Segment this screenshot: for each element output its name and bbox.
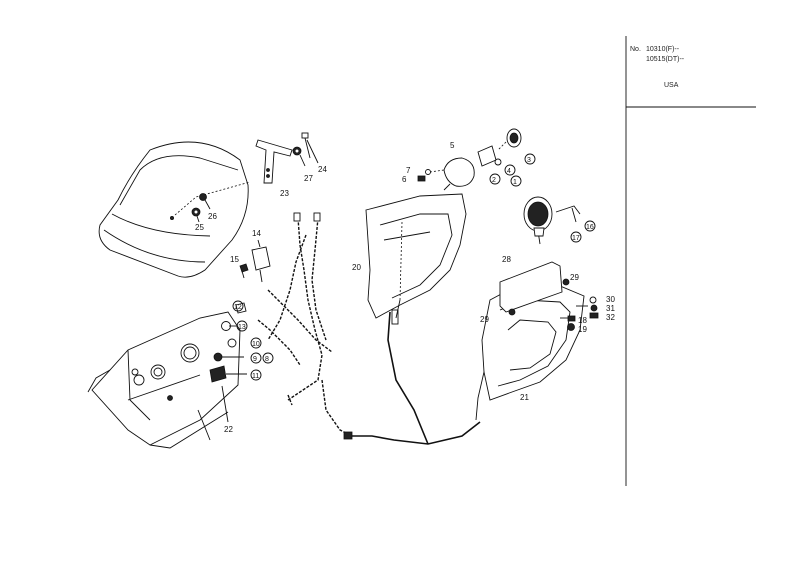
bolt-part-32 — [576, 305, 599, 319]
circled-label-17-ring — [570, 231, 582, 243]
part-label-6: 6 — [402, 175, 407, 184]
nut-part-30 — [589, 296, 597, 304]
part-label-8: 8 — [265, 356, 269, 363]
circled-label-4-ring — [504, 164, 516, 176]
nut-part-27 — [292, 146, 306, 167]
part-label-21: 21 — [520, 393, 529, 402]
lamp-rim-part-3 — [497, 128, 522, 151]
circled-label-16-ring — [584, 220, 596, 232]
lamp-socket-part-2 — [477, 145, 497, 167]
serial-prefix: No. — [630, 46, 641, 53]
fender-part-20 — [365, 193, 467, 319]
rear-lamp-part-17 — [523, 196, 553, 245]
seat-illustration — [98, 141, 251, 278]
part-label-28: 28 — [502, 255, 511, 264]
part-label-10: 10 — [252, 341, 260, 348]
circled-label-12-ring — [232, 300, 244, 312]
circled-label-9-ring — [250, 352, 262, 364]
bulb-part-4 — [494, 158, 502, 166]
region-label: USA — [664, 82, 679, 89]
part-label-16: 16 — [586, 224, 594, 231]
circled-label-1-ring — [510, 175, 522, 187]
nut-part-19 — [567, 323, 575, 331]
washer-part-7 — [425, 169, 445, 175]
part-label-30: 30 — [606, 295, 615, 304]
part-label-29-upper: 29 — [570, 273, 579, 282]
headlamp-bulb-part-5 — [443, 157, 475, 191]
part-label-24: 24 — [318, 165, 327, 174]
part-label-18: 18 — [578, 316, 587, 325]
knob-part-9 — [213, 352, 244, 362]
washer-part-26 — [199, 193, 211, 210]
part-label-19: 19 — [578, 325, 587, 334]
part-label-9: 9 — [253, 356, 257, 363]
nut-part-25 — [191, 207, 201, 223]
circled-label-10-ring — [250, 337, 262, 349]
relay-part-14 — [251, 239, 271, 283]
leader-22 — [221, 385, 229, 423]
bolt-part-15 — [239, 263, 249, 279]
serial-line-1: 10310(F)-- — [646, 46, 680, 53]
part-label-27: 27 — [304, 174, 313, 183]
circled-label-2-ring — [489, 173, 501, 185]
rear-lamp-cable — [343, 309, 481, 445]
part-label-5: 5 — [450, 141, 455, 150]
serial-info-box: No. 10310(F)-- 10515(DT)-- USA — [626, 42, 794, 108]
circled-label-13-ring — [236, 320, 248, 332]
instrument-panel — [87, 311, 241, 449]
circled-label-11-ring — [250, 369, 262, 381]
switch-part-12 — [235, 302, 247, 314]
part-label-3: 3 — [527, 157, 531, 164]
wire-harness — [257, 212, 353, 437]
part-label-11: 11 — [252, 373, 259, 380]
serial-line-2: 10515(DT)-- — [646, 56, 685, 63]
part-label-13: 13 — [238, 324, 246, 331]
bracket-part-23 — [255, 139, 293, 184]
screw-part-6 — [417, 175, 426, 182]
part-label-12: 12 — [234, 304, 242, 311]
rear-fender-part-21 — [475, 283, 585, 421]
part-label-15: 15 — [230, 255, 239, 264]
part-label-17: 17 — [572, 235, 580, 242]
part-label-4: 4 — [507, 168, 511, 175]
switch-part-11 — [209, 365, 247, 383]
part-label-23: 23 — [280, 189, 289, 198]
guard-plate-part-28 — [499, 261, 563, 313]
rear-lamp-lens-part-16 — [555, 205, 581, 223]
part-label-20: 20 — [352, 263, 361, 272]
bolt-part-29 — [508, 278, 570, 316]
circled-label-8-ring — [262, 352, 274, 364]
part-label-14: 14 — [252, 229, 261, 238]
circled-label-3-ring — [524, 153, 536, 165]
washer-part-31 — [590, 304, 598, 312]
bolt-part-24 — [301, 132, 319, 164]
switch-part-10 — [227, 338, 237, 348]
part-label-32: 32 — [606, 313, 615, 322]
part-label-1: 1 — [513, 179, 517, 186]
part-label-7: 7 — [406, 166, 411, 175]
part-label-31: 31 — [606, 304, 615, 313]
part-label-22: 22 — [224, 425, 233, 434]
part-label-29-lower: 29 — [480, 315, 489, 324]
switch-part-13 — [221, 321, 238, 331]
part-label-25: 25 — [195, 223, 204, 232]
part-label-2: 2 — [492, 177, 496, 184]
part-label-26: 26 — [208, 212, 217, 221]
bolt-part-18 — [560, 315, 576, 322]
